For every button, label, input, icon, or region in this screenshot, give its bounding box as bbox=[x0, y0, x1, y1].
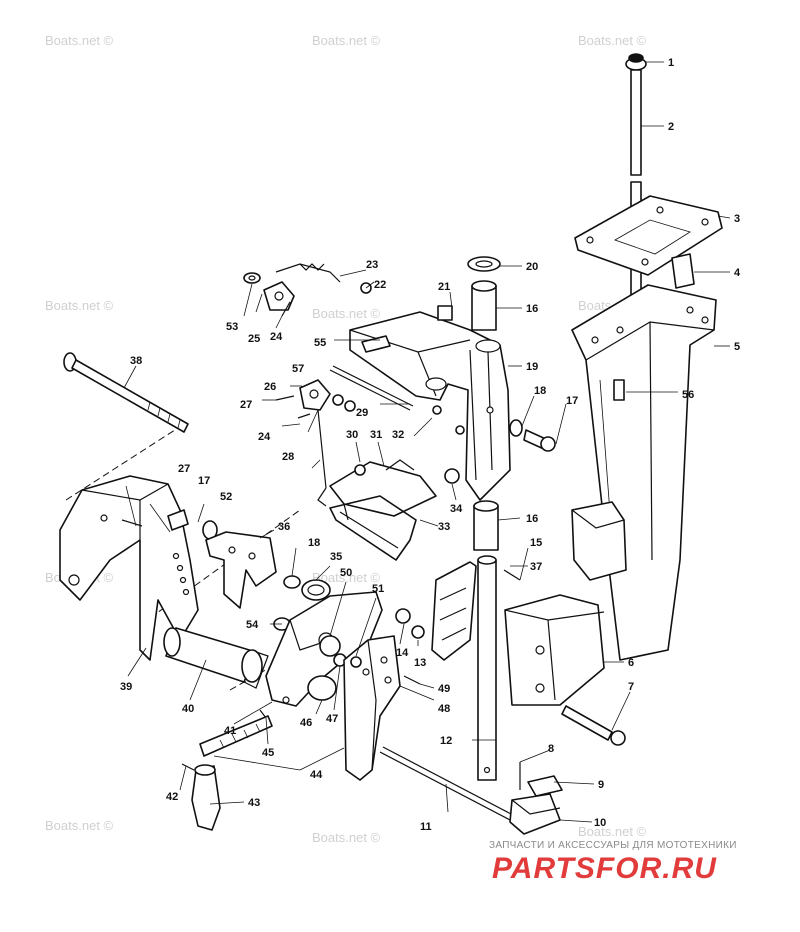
watermark-text: Boats.net © bbox=[578, 824, 647, 839]
clamp-bracket-group bbox=[59, 352, 421, 831]
callout-25: 25 bbox=[248, 333, 260, 345]
watermark-text: Boats.net © bbox=[45, 818, 114, 833]
brand-logo: PARTSFOR.RU bbox=[492, 852, 717, 885]
callout-6: 6 bbox=[628, 657, 634, 669]
callout-4: 4 bbox=[734, 267, 741, 279]
callout-29: 29 bbox=[356, 407, 368, 419]
callout-27b: 27 bbox=[178, 463, 190, 475]
callout-56: 56 bbox=[682, 389, 694, 401]
swivel-bracket-group bbox=[329, 256, 563, 835]
callout-44: 44 bbox=[310, 769, 323, 781]
callout-42: 42 bbox=[166, 791, 178, 803]
callout-52: 52 bbox=[220, 491, 232, 503]
callout-8: 8 bbox=[548, 743, 554, 755]
callout-47: 47 bbox=[326, 713, 338, 725]
callout-26: 26 bbox=[264, 381, 276, 393]
callout-23: 23 bbox=[366, 259, 378, 271]
watermark-text: Boats.net © bbox=[312, 33, 381, 48]
watermark-text: Boats.net © bbox=[312, 306, 381, 321]
callout-48: 48 bbox=[438, 703, 450, 715]
callout-43: 43 bbox=[248, 797, 260, 809]
callout-7: 7 bbox=[628, 681, 634, 693]
callout-3: 3 bbox=[734, 213, 740, 225]
watermark-text: Boats.net © bbox=[45, 298, 114, 313]
watermark-text: Boats.net © bbox=[578, 33, 647, 48]
callout-20: 20 bbox=[526, 261, 538, 273]
callout-39: 39 bbox=[120, 681, 132, 693]
callout-12: 12 bbox=[440, 735, 452, 747]
callout-14: 14 bbox=[396, 647, 409, 659]
callout-16a: 16 bbox=[526, 303, 538, 315]
callout-36: 36 bbox=[278, 521, 290, 533]
callout-35: 35 bbox=[330, 551, 342, 563]
callout-5: 5 bbox=[734, 341, 740, 353]
callout-31: 31 bbox=[370, 429, 382, 441]
callout-28: 28 bbox=[282, 451, 294, 463]
callout-1: 1 bbox=[668, 57, 674, 69]
brand-tagline: ЗАПЧАСТИ И АКСЕССУАРЫ ДЛЯ МОТОТЕХНИКИ bbox=[489, 840, 737, 851]
callout-57: 57 bbox=[292, 363, 304, 375]
callout-24b: 24 bbox=[258, 431, 271, 443]
callout-50: 50 bbox=[340, 567, 352, 579]
callout-53: 53 bbox=[226, 321, 238, 333]
callout-22: 22 bbox=[374, 279, 386, 291]
callout-9: 9 bbox=[598, 779, 604, 791]
callout-18a: 18 bbox=[534, 385, 546, 397]
callout-16b: 16 bbox=[526, 513, 538, 525]
watermark-text: Boats.net © bbox=[312, 570, 381, 585]
callout-41: 41 bbox=[224, 725, 236, 737]
callout-21: 21 bbox=[438, 281, 450, 293]
callout-46: 46 bbox=[300, 717, 312, 729]
callout-30: 30 bbox=[346, 429, 358, 441]
callout-15: 15 bbox=[530, 537, 542, 549]
watermark-text: Boats.net © bbox=[45, 33, 114, 48]
callout-17a: 17 bbox=[198, 475, 210, 487]
watermark-text: Boats.net © bbox=[312, 830, 381, 845]
callout-34: 34 bbox=[450, 503, 463, 515]
callout-37: 37 bbox=[530, 561, 542, 573]
callout-33: 33 bbox=[438, 521, 450, 533]
callout-18b: 18 bbox=[308, 537, 320, 549]
callout-38: 38 bbox=[130, 355, 142, 367]
callout-24a: 24 bbox=[270, 331, 283, 343]
callout-32: 32 bbox=[392, 429, 404, 441]
callout-27a: 27 bbox=[240, 399, 252, 411]
callout-45: 45 bbox=[262, 747, 274, 759]
callout-54: 54 bbox=[246, 619, 259, 631]
reverse-lock-group bbox=[275, 379, 437, 561]
callout-49: 49 bbox=[438, 683, 450, 695]
callout-2: 2 bbox=[668, 121, 674, 133]
callout-10: 10 bbox=[594, 817, 606, 829]
callout-40: 40 bbox=[182, 703, 194, 715]
callout-17b: 17 bbox=[566, 395, 578, 407]
callout-labels: 1 2 3 4 5 6 7 8 9 10 11 12 13 14 15 16 1… bbox=[120, 57, 741, 833]
leader-lines bbox=[123, 61, 731, 823]
callout-51: 51 bbox=[372, 583, 384, 595]
driveshaft-housing-group bbox=[504, 53, 723, 746]
callout-55: 55 bbox=[314, 337, 326, 349]
callout-19: 19 bbox=[526, 361, 538, 373]
callout-13: 13 bbox=[414, 657, 426, 669]
callout-11: 11 bbox=[420, 821, 432, 833]
